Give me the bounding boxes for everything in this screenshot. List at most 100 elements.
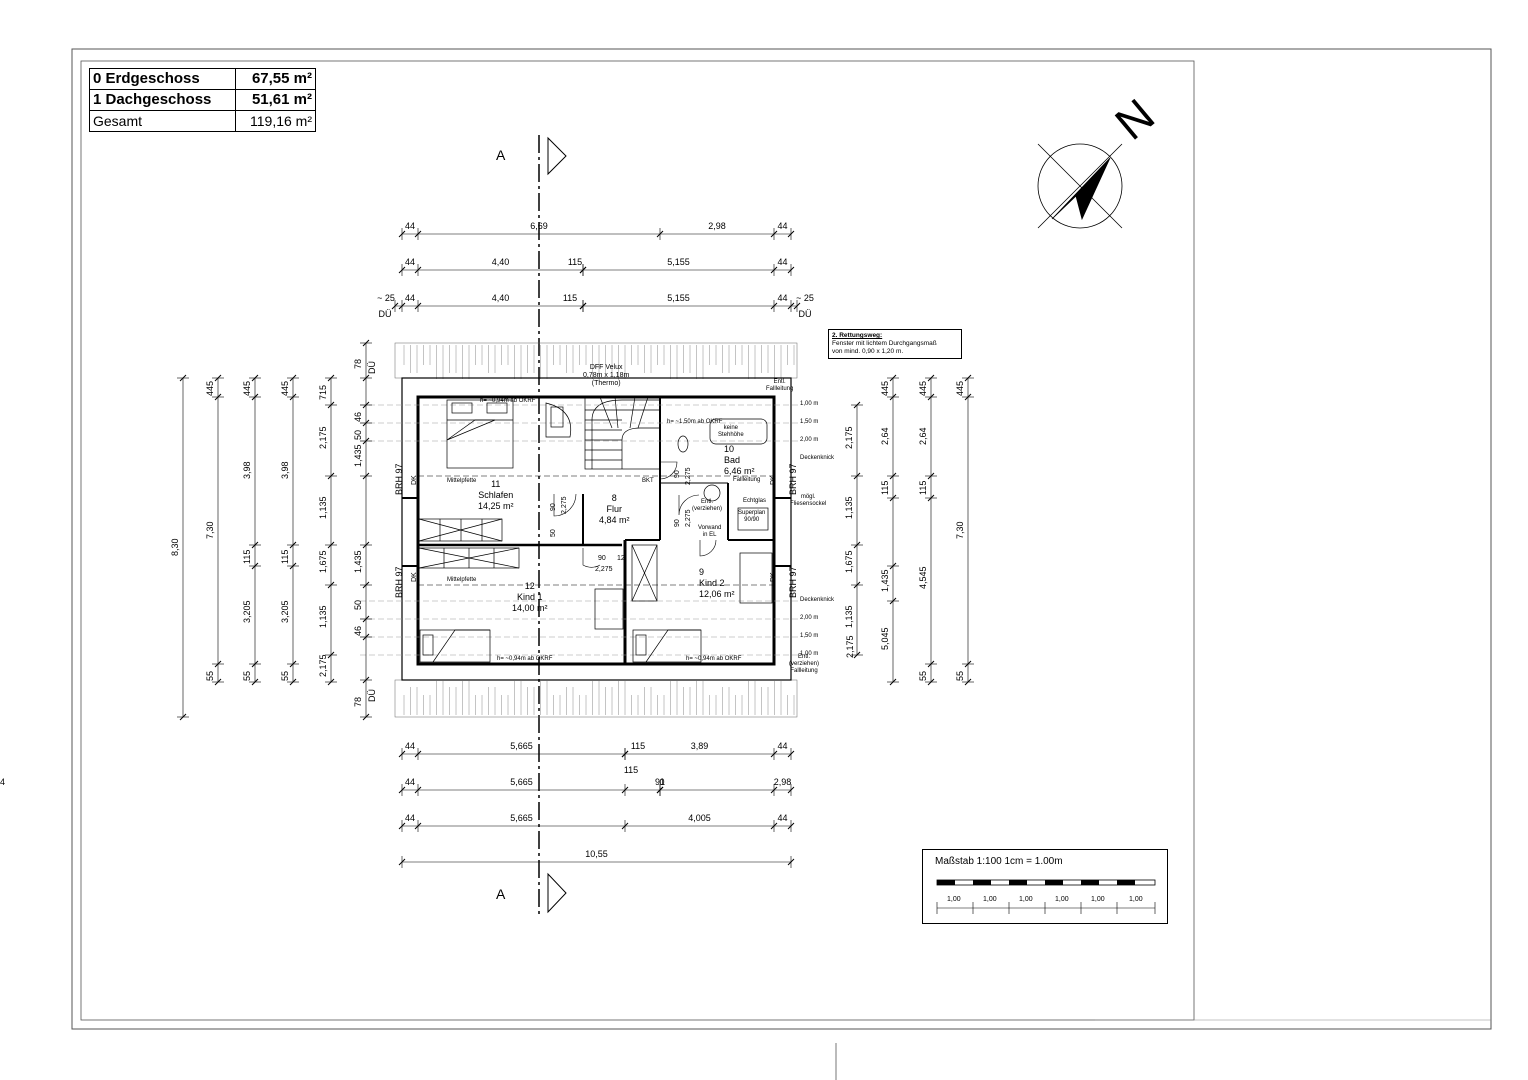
vorwand-label: Vorwand (698, 525, 722, 531)
dim-left-c6: 50 (353, 599, 363, 610)
stehhoehe-note: keine Stehhöhe (718, 425, 744, 439)
area-value: 119,16 m² (234, 110, 317, 132)
room-area: 14,00 m² (512, 603, 548, 613)
dim-12-a: 12 (617, 555, 625, 562)
dim-top-row3: 4,40 (491, 293, 510, 303)
dim-left-c6: 78 (353, 696, 363, 707)
dim-bottom-row1: 44 (777, 741, 788, 751)
dim-left-c6: 1,435 (353, 443, 363, 467)
dim-top-row1: 44 (404, 221, 416, 231)
escape-title: 2. Rettungsweg: (832, 332, 883, 339)
dim-left-c6: 46 (353, 625, 363, 636)
h150-bottom: 1,50 m (800, 633, 819, 639)
entl-verzogen-label: (verziehen) (692, 506, 723, 512)
dim-top-row3: 44 (404, 293, 416, 303)
dim-left-c4: 115 (280, 549, 290, 564)
dim-bottom-row1: 3,89 (690, 741, 709, 751)
dim-top-row3: ~ 25 (796, 293, 814, 303)
dim-left-c2: 55 (205, 670, 215, 681)
room-name: Bad (724, 455, 741, 465)
okrf-bl: h= ~0,94m ab OKRF (497, 656, 553, 662)
velux-size: 0,78m x 1,18m (583, 372, 630, 379)
fallleitung-label: Fallleitung (790, 668, 818, 674)
scale-tick: 1,00 (1129, 896, 1143, 903)
velux-note: DFF Velux 0,78m x 1,18m (Thermo) (583, 364, 629, 388)
dim-right-c4: 445 (955, 380, 965, 396)
dim-top-row1: 44 (777, 221, 788, 231)
dim-right-c3: 2,64 (918, 426, 928, 445)
fallleitung-label: Fallleitung (766, 386, 794, 392)
room-number: 9 (699, 567, 705, 577)
escape-note: 2. Rettungsweg: Fenster mit lichtem Durc… (828, 329, 962, 359)
okrf-bad: h= ~1,50m ab OKRF (667, 419, 723, 425)
room-number: 11 (491, 479, 501, 489)
dim-90-a: 90 (598, 555, 606, 562)
dim-left-c2: 445 (205, 380, 215, 396)
dim-2275-a: 2,275 (595, 566, 613, 573)
okrf-br: h= ~0,94m ab OKRF (686, 656, 742, 662)
dim-left-c4: 3,98 (280, 461, 290, 479)
h200-top: 2,00 m (800, 437, 819, 443)
section-label-bottom: A (496, 886, 506, 902)
dim-left-c4: 3,205 (280, 600, 290, 623)
dim-left-c5: 1,675 (318, 550, 328, 573)
area-row-eg: 0 Erdgeschoss 67,55 m² (89, 68, 317, 90)
moegl-label: mögl. (800, 494, 816, 500)
deckenknick-bottom: Deckenknick (800, 597, 835, 603)
dim-bottom-row2: 115 (623, 765, 639, 775)
h100-top: 1,00 m (800, 401, 819, 407)
entl-verzogen-label: (verziehen) (789, 661, 820, 667)
room-area: 12,06 m² (699, 589, 735, 599)
room-name: Schlafen (478, 490, 514, 500)
room-9: 9 Kind 2 12,06 m² (699, 567, 735, 600)
dim-top-row2: 4,40 (491, 257, 510, 267)
dim-top-row3: 115 (562, 293, 578, 303)
mittelpfette-bottom: Mittelpfette (447, 577, 477, 583)
dim-left-c5: 2,175 (318, 425, 328, 449)
h150-top: 1,50 m (800, 419, 819, 425)
entl-label: Entl. (773, 379, 786, 385)
dim-left-c6: 78 (353, 358, 363, 369)
keine-label: keine (723, 425, 739, 431)
entl-bottom: Entl. (verziehen) Fallleitung (789, 654, 819, 675)
superplan-size: 90/90 (744, 517, 760, 523)
escape-line1: Fenster mit lichtem Durchgangsmaß (832, 340, 937, 347)
scale-tick: 1,00 (983, 896, 997, 903)
dim-right-c1: 1,135 (844, 605, 854, 628)
okrf-left: h= ~0,94m ab OKRF (480, 398, 536, 404)
dim-bottom-row3: 5,665 (510, 813, 533, 823)
north-arrow (1037, 143, 1123, 229)
dim-right-c2: 5,045 (880, 626, 890, 650)
dim-top-row1: 6,69 (530, 221, 548, 231)
dim-left-c1: 8,30 (170, 537, 180, 556)
dim-right-c1: 2,175 (845, 635, 855, 658)
scale-box: Maßstab 1:100 1cm = 1.00m 1,00 1,00 1,00… (922, 849, 1168, 924)
dim-bottom-row2: 44 (404, 777, 416, 787)
room-10: 10 Bad 6,46 m² (724, 444, 755, 477)
dim-bottom-row3: 44 (404, 813, 416, 823)
dim-left-c3: 445 (242, 380, 252, 396)
inner-frame (80, 60, 1195, 1021)
scale-bar (936, 879, 1156, 914)
dim-right-c3: 4,545 (918, 566, 928, 589)
room-12: 12 Kind 1 14,00 m² (512, 581, 548, 614)
velux-type: (Thermo) (591, 380, 621, 387)
dim-right-c1: 1,675 (844, 550, 854, 573)
dim-top-row2: 44 (404, 257, 416, 267)
dim-top-row2: 5,155 (667, 257, 690, 267)
entl-label: Entl. (798, 654, 811, 660)
dim-top-du: DÜ (378, 309, 392, 319)
dim-top-du: DÜ (798, 309, 812, 319)
dim-bottom-row2: 44 (0, 777, 6, 787)
area-label: Gesamt (89, 110, 236, 132)
fliesensockel-label: Fliesensockel (790, 501, 827, 507)
entl-label: Entl. (701, 499, 714, 505)
dim-left-c2: 7,30 (205, 520, 215, 539)
dim-left-c6: 1,435 (353, 550, 363, 573)
dim-bottom-row4: 10,55 (585, 849, 608, 859)
dim-bottom-row3: 44 (777, 813, 788, 823)
dim-left-c4: 55 (280, 670, 290, 681)
dim-right-c1: 2,175 (844, 425, 854, 449)
superplan-note: Superplan 90/90 (738, 510, 765, 524)
